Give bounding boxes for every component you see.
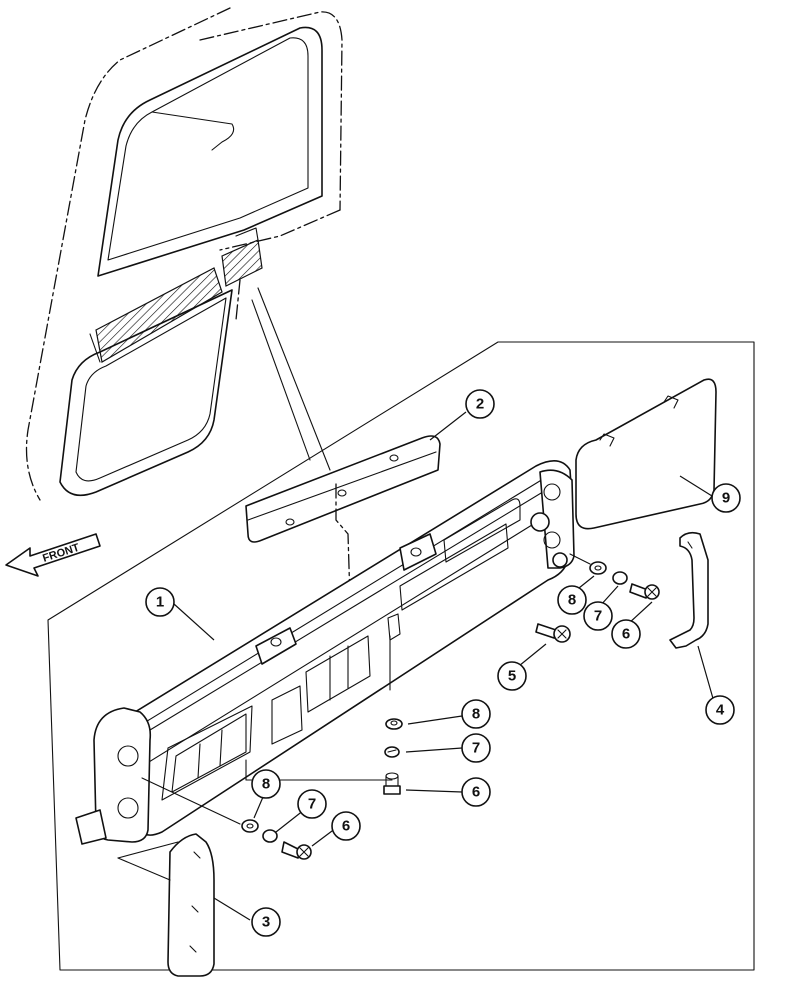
top-trim-strip — [245, 435, 441, 601]
callout-6-center-label: 6 — [472, 784, 480, 801]
callout-4-label: 4 — [716, 702, 725, 719]
main-console-panel — [75, 460, 575, 845]
cab-window-outline — [25, 7, 343, 501]
callout-4: 4 — [705, 695, 735, 725]
front-direction-arrow: FRONT — [5, 533, 101, 577]
callout-7-left: 7 — [297, 789, 327, 819]
callout-8-center-label: 8 — [472, 706, 480, 723]
detail-border — [47, 341, 755, 971]
callout-7-center: 7 — [461, 733, 491, 763]
callout-7-left-label: 7 — [308, 796, 316, 813]
callout-5-label: 5 — [508, 668, 516, 685]
callout-9: 9 — [711, 483, 741, 513]
callout-7-right: 7 — [583, 601, 613, 631]
left-end-cover — [117, 833, 215, 977]
hardware-set-right — [569, 553, 660, 600]
callout-3: 3 — [251, 907, 281, 937]
callout-6-right: 6 — [611, 619, 641, 649]
callout-6-center: 6 — [461, 777, 491, 807]
callout-1-label: 1 — [156, 594, 164, 611]
callout-5: 5 — [497, 661, 527, 691]
leader-lines — [173, 411, 715, 921]
callout-8-left-label: 8 — [262, 776, 270, 793]
callout-3-label: 3 — [262, 914, 270, 931]
callout-6-left-label: 6 — [342, 818, 350, 835]
callout-2-label: 2 — [476, 396, 484, 413]
callout-8-right-label: 8 — [568, 592, 576, 609]
callout-6-left: 6 — [331, 811, 361, 841]
callout-7-right-label: 7 — [594, 608, 602, 625]
hardware-set-left — [141, 777, 312, 860]
hardware-set-center — [383, 718, 403, 795]
callout-8-left: 8 — [251, 769, 281, 799]
callout-9-label: 9 — [722, 490, 730, 507]
callout-7-center-label: 7 — [472, 740, 480, 757]
callout-8-center: 8 — [461, 699, 491, 729]
callout-8-right: 8 — [557, 585, 587, 615]
callout-2: 2 — [465, 389, 495, 419]
right-end-bracket — [669, 531, 709, 649]
hardware-bolt-5 — [535, 623, 571, 643]
callout-1: 1 — [145, 587, 175, 617]
cover-plate — [575, 378, 717, 530]
callout-6-right-label: 6 — [622, 626, 630, 643]
